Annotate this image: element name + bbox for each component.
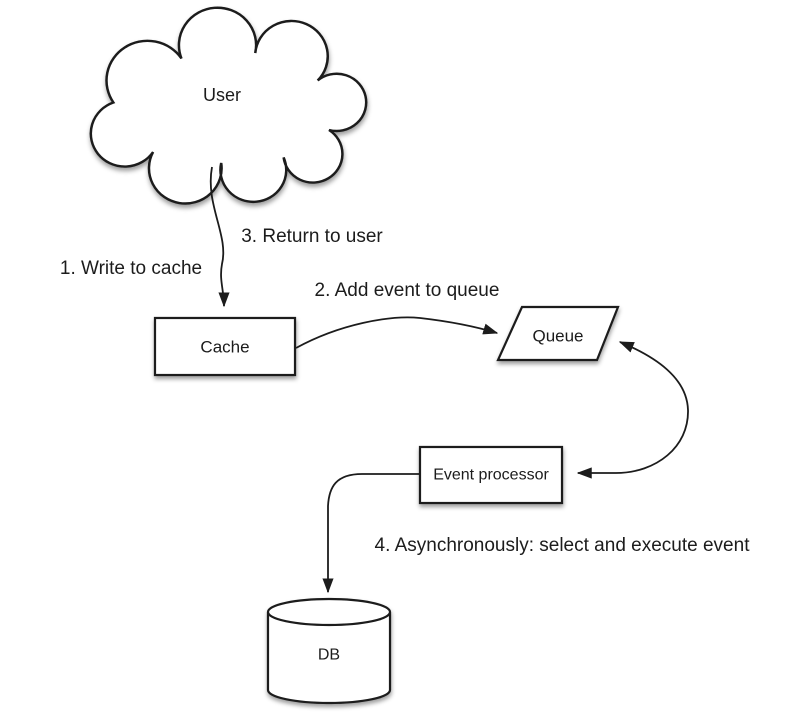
queue-node-label: Queue bbox=[532, 327, 583, 346]
event-processor-node-label: Event processor bbox=[433, 467, 549, 484]
db-node-label: DB bbox=[318, 647, 340, 664]
edge-label-return-to-user: 3. Return to user bbox=[241, 226, 383, 247]
event-processor-node: Event processor bbox=[418, 445, 564, 505]
db-cylinder-body-shape bbox=[266, 612, 392, 705]
event-processor-box-shape bbox=[418, 445, 564, 505]
user-node-label: User bbox=[203, 85, 241, 105]
edge-label-add-event-to-queue: 2. Add event to queue bbox=[315, 280, 500, 301]
edge-user-to-cache-arrow bbox=[209, 166, 230, 308]
edge-cache-to-queue-arrow bbox=[295, 316, 499, 349]
cache-node: Cache bbox=[153, 316, 297, 377]
user-node: User bbox=[89, 6, 368, 205]
queue-node: Queue bbox=[496, 305, 620, 362]
edge-label-asynchronously-select-execute: 4. Asynchronously: select and execute ev… bbox=[375, 535, 751, 556]
edge-queue-event-processor-arrow bbox=[576, 341, 689, 479]
db-cylinder-top-shape bbox=[266, 597, 392, 627]
db-node: DB bbox=[266, 597, 392, 705]
edge-event-processor-to-db-arrow bbox=[322, 473, 420, 594]
user-cloud-shape bbox=[89, 6, 368, 205]
cache-box-shape bbox=[153, 316, 297, 377]
edge-label-write-to-cache: 1. Write to cache bbox=[60, 258, 202, 279]
cache-node-label: Cache bbox=[200, 338, 249, 357]
